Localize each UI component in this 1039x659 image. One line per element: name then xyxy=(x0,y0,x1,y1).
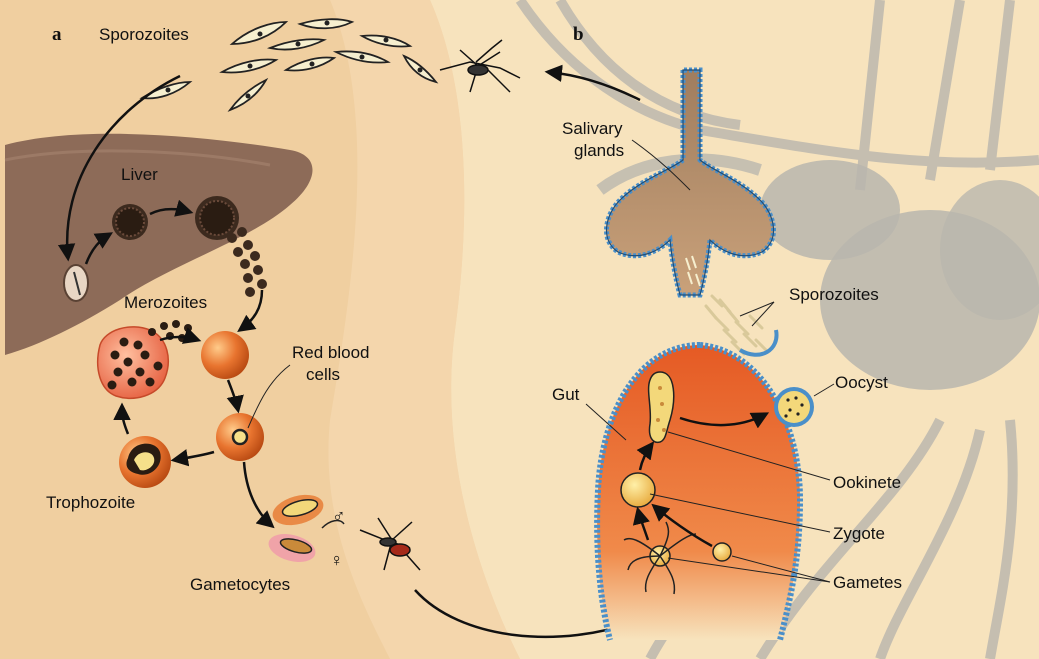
panel-a-label: a xyxy=(52,24,62,46)
liver-label: Liver xyxy=(121,164,158,185)
oocyst xyxy=(774,387,814,427)
zygote xyxy=(621,473,655,507)
female-symbol: ♀ xyxy=(330,550,344,571)
red-blood-cell-1 xyxy=(201,331,249,379)
zygote-label: Zygote xyxy=(833,523,885,544)
oocyst-label: Oocyst xyxy=(835,372,888,393)
sporozoites-label-b: Sporozoites xyxy=(789,284,879,305)
ookinete-label: Ookinete xyxy=(833,472,901,493)
red-blood-cells-label-line2: cells xyxy=(306,364,340,385)
merozoites-label: Merozoites xyxy=(124,292,207,313)
gut-label: Gut xyxy=(552,384,579,405)
gametocytes-label: Gametocytes xyxy=(190,574,290,595)
panel-b-label: b xyxy=(573,24,584,46)
sporozoites-label-a: Sporozoites xyxy=(99,24,189,45)
salivary-glands-label-line1: Salivary xyxy=(562,118,622,139)
male-symbol: ♂ xyxy=(332,506,346,527)
gametes-label: Gametes xyxy=(833,572,902,593)
salivary-glands-label-line2: glands xyxy=(574,140,624,161)
trophozoite-label: Trophozoite xyxy=(46,492,135,513)
red-blood-cells-label-line1: Red blood xyxy=(292,342,370,363)
